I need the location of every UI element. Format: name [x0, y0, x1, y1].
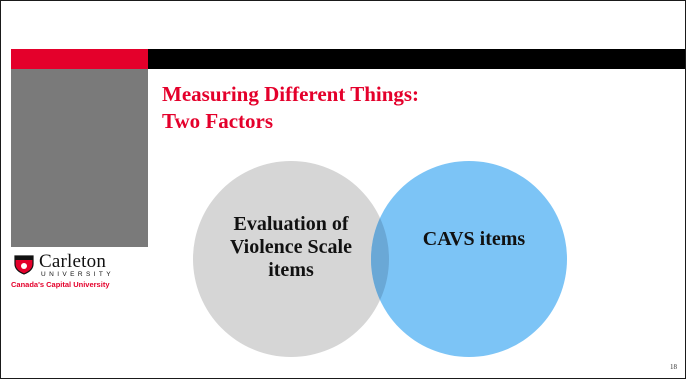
logo-wordmark: Carleton — [39, 251, 107, 272]
carleton-logo: Carleton UNIVERSITY Canada's Capital Uni… — [11, 249, 151, 291]
slide-title: Measuring Different Things: Two Factors — [162, 81, 662, 135]
side-panel — [11, 69, 148, 247]
venn-left-label: Evaluation of Violence Scale items — [229, 213, 352, 281]
venn-left-circle — [193, 161, 389, 357]
venn-right-label: CAVS items — [422, 228, 526, 250]
title-line-1: Measuring Different Things: — [162, 82, 420, 106]
title-line-2: Two Factors — [162, 109, 273, 133]
logo-subtitle: UNIVERSITY — [41, 271, 115, 278]
venn-right-circle — [371, 161, 567, 357]
header-bar-black — [148, 49, 685, 69]
page-number: 18 — [670, 363, 677, 371]
logo-tagline: Canada's Capital University — [11, 280, 110, 289]
crest-icon — [14, 255, 34, 275]
header-bar-red — [11, 49, 148, 69]
